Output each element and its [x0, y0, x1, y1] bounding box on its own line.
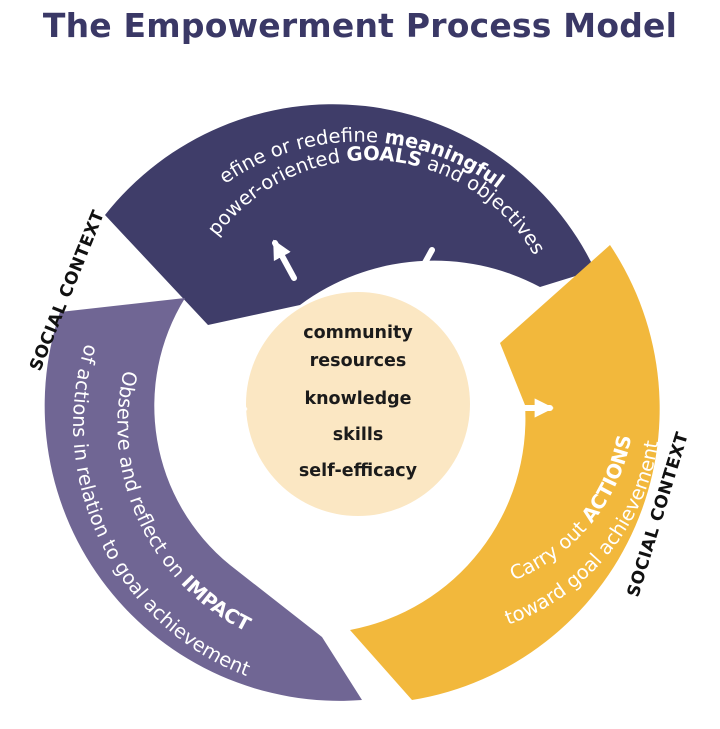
arrow-core-to-goals-left — [272, 239, 297, 281]
core-item-skills: skills — [333, 425, 383, 445]
core-item-self-efficacy: self-efficacy — [299, 461, 418, 481]
cycle-arrows — [204, 239, 554, 541]
core-circle — [246, 292, 470, 516]
core-item-knowledge: knowledge — [304, 389, 411, 409]
impact-segment — [44, 298, 363, 701]
goals-segment — [105, 104, 595, 325]
core-item-community: community — [303, 323, 413, 343]
page-title: The Empowerment Process Model — [42, 6, 678, 45]
core-item-resources: resources — [310, 351, 407, 371]
actions-segment — [350, 245, 660, 700]
arrow-goals-to-core-right — [408, 247, 435, 292]
arrow-actions-to-core — [427, 492, 451, 528]
arrow-core-to-impact — [240, 498, 267, 541]
